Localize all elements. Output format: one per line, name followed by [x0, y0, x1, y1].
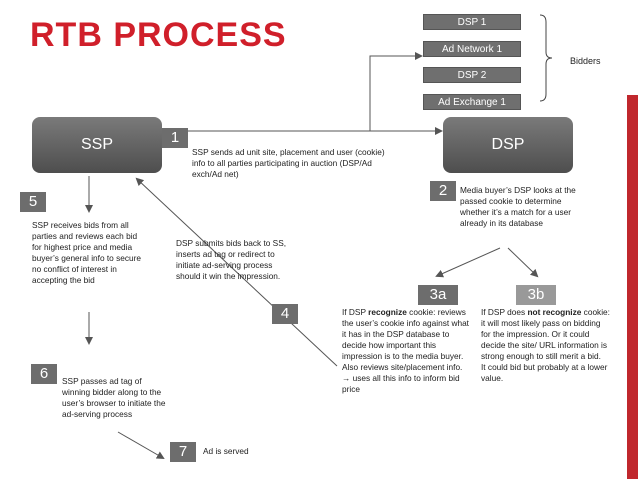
step-3a-text: If DSP recognize cookie: reviews the use…	[342, 307, 469, 394]
ssp-box: SSP	[32, 117, 162, 173]
step-5-text: SSP receives bids from all parties and r…	[32, 220, 142, 285]
step-6-badge: 6	[31, 364, 57, 384]
step-1-text: SSP sends ad unit site, placement and us…	[192, 147, 385, 179]
bidders-bracket	[539, 14, 553, 102]
step-6-text: SSP passes ad tag of winning bidder alon…	[62, 376, 166, 419]
step-3a-emphasis: recognize	[368, 307, 407, 317]
arrow-to-bidders	[369, 52, 423, 131]
step-3b-text: If DSP does not recognize cookie: it wil…	[481, 307, 610, 383]
step-4-text: DSP submits bids back to SS, inserts ad …	[176, 238, 287, 281]
step-4-badge: 4	[272, 304, 298, 324]
arrow-step4-to-ssp	[135, 177, 338, 367]
accent-bar	[627, 95, 638, 479]
arrow-step6-to-step7	[117, 431, 165, 460]
step-2-badge: 2	[430, 181, 456, 201]
step-7-text: Ad is served	[203, 446, 249, 456]
step-3b-badge: 3b	[516, 285, 556, 305]
page-title: RTB PROCESS	[30, 16, 287, 54]
step-5-badge: 5	[20, 192, 46, 212]
bidder-dsp-2: DSP 2	[423, 67, 521, 83]
bidder-ad-network-1: Ad Network 1	[423, 41, 521, 57]
arrow-dsp-to-3b	[507, 247, 539, 278]
step-3b-emphasis: not recognize	[527, 307, 582, 317]
arrow-dsp-to-3a	[435, 247, 501, 278]
bidder-ad-exchange-1: Ad Exchange 1	[423, 94, 521, 110]
step-1-badge: 1	[162, 128, 188, 148]
step-3a-badge: 3a	[418, 285, 458, 305]
step-2-text: Media buyer’s DSP looks at the passed co…	[460, 185, 576, 228]
dsp-box: DSP	[443, 117, 573, 173]
bidders-label: Bidders	[570, 56, 601, 66]
bidder-dsp-1: DSP 1	[423, 14, 521, 30]
step-7-badge: 7	[170, 442, 196, 462]
